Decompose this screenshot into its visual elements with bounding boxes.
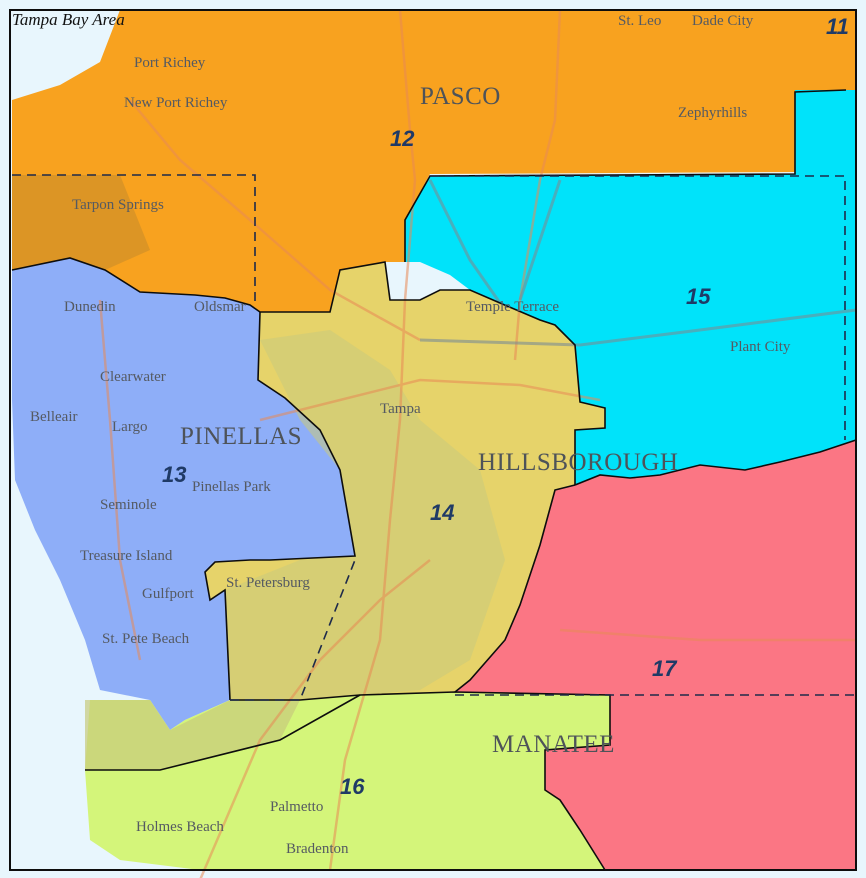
district-label-11: 11 xyxy=(826,14,849,39)
city-label: St. Petersburg xyxy=(226,575,310,591)
city-label: Seminole xyxy=(100,497,157,513)
district-11-region xyxy=(822,10,856,90)
city-label: Holmes Beach xyxy=(136,819,224,835)
city-label: Tarpon Springs xyxy=(72,197,164,213)
city-label: Gulfport xyxy=(142,586,194,602)
hillsborough-shade xyxy=(225,330,505,700)
county-label-manatee: MANATEE xyxy=(492,731,615,758)
city-label: Tampa xyxy=(380,401,421,417)
city-label: Temple Terrace xyxy=(466,299,559,315)
city-label: Oldsmar xyxy=(194,299,246,315)
city-label: Bradenton xyxy=(286,841,349,857)
district-label-14: 14 xyxy=(430,500,455,525)
city-label: Palmetto xyxy=(270,799,324,815)
city-label: New Port Richey xyxy=(124,95,228,111)
district-13-region xyxy=(12,258,355,730)
district-label-13: 13 xyxy=(162,462,187,487)
county-boundaries xyxy=(12,174,856,701)
city-label: St. Pete Beach xyxy=(102,631,190,647)
district-17-region xyxy=(455,440,856,870)
pinellas-coast-shade xyxy=(12,175,150,270)
county-label-hillsborough: HILLSBOROUGH xyxy=(478,449,679,476)
district-label-15: 15 xyxy=(686,284,711,309)
district-15-region xyxy=(405,90,856,485)
county-label-pinellas: PINELLAS xyxy=(180,423,303,450)
city-label: Pinellas Park xyxy=(192,479,271,495)
interstate-lines xyxy=(419,179,857,347)
city-label: Zephyrhills xyxy=(678,105,748,121)
district-label-12: 12 xyxy=(390,126,415,151)
city-label: Treasure Island xyxy=(80,548,173,564)
road-network xyxy=(98,9,856,878)
city-label: Plant City xyxy=(730,339,791,355)
city-label: Belleair xyxy=(30,409,78,425)
city-label: Port Richey xyxy=(134,55,206,71)
district-12-region xyxy=(12,10,846,312)
city-label: Dade City xyxy=(692,13,754,29)
manatee-shade xyxy=(85,700,300,770)
map-title: Tampa Bay Area xyxy=(12,10,125,29)
district-label-16: 16 xyxy=(340,774,365,799)
city-label: Largo xyxy=(112,419,148,435)
county-label-pasco: PASCO xyxy=(420,83,501,110)
city-label: Dunedin xyxy=(64,299,116,315)
map-frame xyxy=(9,9,857,871)
district-label-17: 17 xyxy=(652,656,677,681)
city-label: St. Leo xyxy=(618,13,662,29)
district-boundaries xyxy=(11,89,857,871)
city-label: Clearwater xyxy=(100,369,166,385)
